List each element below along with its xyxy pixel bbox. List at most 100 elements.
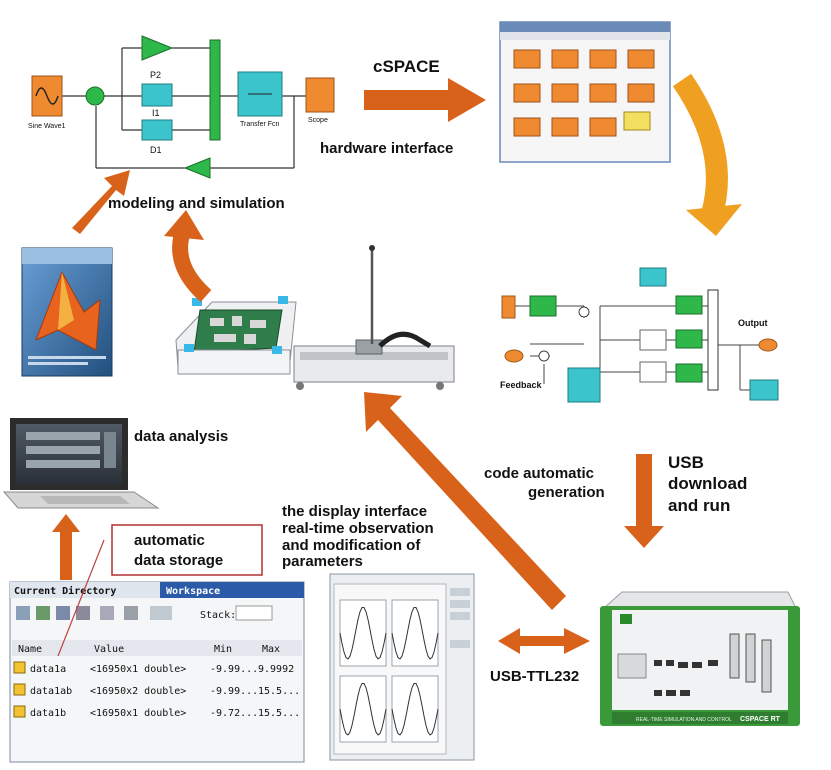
- table-cell: data1b: [30, 708, 66, 719]
- table-cell: -9.99...: [210, 686, 258, 697]
- derivative-block: [141, 119, 173, 141]
- integrator-block-2: [639, 329, 667, 351]
- d1-label: D1: [150, 145, 162, 155]
- display-block-top: [639, 267, 667, 287]
- download-label: download: [668, 474, 747, 493]
- generation-label: generation: [528, 484, 605, 501]
- column-header[interactable]: Value: [94, 644, 124, 655]
- hw-block: [589, 83, 617, 103]
- arrow-to-hardware-interface: [364, 78, 486, 122]
- data-analysis-label: data analysis: [134, 428, 228, 445]
- hw-block: [513, 49, 541, 69]
- stack-label: Stack:: [200, 610, 236, 621]
- table-cell: -9.72...: [210, 708, 258, 719]
- output-label: Output: [738, 318, 768, 328]
- derivative-block-2: [639, 361, 667, 383]
- data-storage-label: data storage: [134, 552, 223, 569]
- storage-callout-box: [111, 524, 263, 576]
- step-block: [501, 295, 516, 319]
- output-port: [758, 338, 778, 352]
- hw-block: [589, 117, 617, 137]
- usb-ttl-label: USB-TTL232: [490, 668, 579, 685]
- cspace-label: cSPACE: [373, 57, 440, 76]
- scope-plot: [339, 675, 387, 743]
- simulink-model-code: Output Feedback: [500, 267, 779, 403]
- arrow-usb-ttl-double: [498, 628, 590, 654]
- automatic-label: automatic: [134, 532, 205, 549]
- controller-and-pendulum: [175, 245, 455, 390]
- display-interface-label: the display interface: [282, 503, 427, 520]
- arrow-storage-to-analysis: [60, 530, 72, 580]
- gain-block-p: [141, 35, 174, 61]
- table-cell: data1a: [30, 664, 66, 675]
- matlab-workspace-panel: Current Directory Workspace Stack: Name V…: [9, 581, 305, 763]
- hardware-interface-window: [499, 21, 671, 163]
- scope-label: Scope: [308, 117, 328, 124]
- sum-block: [85, 86, 105, 106]
- hw-block: [513, 83, 541, 103]
- table-row[interactable]: data1b<16950x1 double>-9.72...15.5...: [13, 705, 300, 719]
- scope-plots: [339, 599, 439, 743]
- column-header[interactable]: Min: [214, 644, 232, 655]
- laptop-data-analysis: [2, 418, 160, 509]
- table-cell: 15.5...: [258, 686, 300, 697]
- arrow-device-to-pendulum: [364, 392, 566, 610]
- hw-block: [589, 49, 617, 69]
- feedback-label: Feedback: [500, 380, 543, 390]
- scope-block: [305, 77, 335, 113]
- realtime-observation-label: real-time observation: [282, 520, 434, 537]
- gain-block-d2: [675, 363, 703, 383]
- p2-label: P2: [150, 70, 161, 80]
- hw-block: [627, 49, 655, 69]
- device-brand: CSPACE RT: [740, 716, 781, 723]
- column-header[interactable]: Name: [18, 644, 42, 655]
- device-subtitle: REAL-TIME SIMULATION AND CONTROL: [636, 717, 732, 723]
- column-header[interactable]: Max: [262, 644, 280, 655]
- integrator-block: [141, 83, 173, 107]
- mux-block: [209, 39, 221, 141]
- table-row[interactable]: data1a <16950x1 double> -9.99...9.9992: [13, 661, 294, 675]
- sum-bar-block: [707, 289, 719, 391]
- simulink-model-top: Sine Wave1 P2 I1 D1 Transfer Fcn Scope: [28, 35, 335, 179]
- hw-block: [551, 117, 579, 137]
- sine-wave-block: [31, 75, 63, 117]
- arrow-matlab-to-modeling: [72, 170, 130, 234]
- gain-block-i2: [675, 329, 703, 349]
- callout-leader-line: [57, 539, 105, 657]
- tab-current-directory[interactable]: Current Directory: [14, 585, 116, 597]
- hw-block: [551, 49, 579, 69]
- workspace-rows: data1a<16950x1 double>-9.99...9.9992data…: [13, 661, 300, 719]
- table-cell: 9.9992: [258, 664, 294, 675]
- table-cell: <16950x1 double>: [90, 664, 186, 675]
- table-row[interactable]: data1ab<16950x2 double>-9.99...15.5...: [13, 683, 300, 697]
- variable-icon: [13, 705, 26, 718]
- table-cell: data1ab: [30, 686, 72, 697]
- hw-block: [551, 83, 579, 103]
- and-run-label: and run: [668, 496, 730, 515]
- hw-block: [627, 83, 655, 103]
- sine-wave-label: Sine Wave1: [28, 123, 66, 130]
- tab-workspace[interactable]: Workspace: [166, 586, 220, 597]
- scope-plot: [391, 599, 439, 667]
- workspace-header: Name Value Min Max: [12, 640, 302, 656]
- table-cell: <16950x1 double>: [90, 708, 186, 719]
- hardware-interface-label: hardware interface: [320, 140, 453, 157]
- display-interface-window: [329, 573, 475, 761]
- i1-label: I1: [152, 108, 160, 118]
- variable-icon: [13, 683, 26, 696]
- feedback-port: [504, 349, 524, 363]
- matlab-software-box: [21, 247, 113, 377]
- transfer-fcn-label: Transfer Fcn: [240, 121, 280, 128]
- cspace-rt-device: CSPACE RT REAL-TIME SIMULATION AND CONTR…: [600, 591, 800, 726]
- modification-label: and modification of: [282, 537, 421, 554]
- hardware-blocks: [513, 49, 655, 137]
- scope-plot: [391, 675, 439, 743]
- variable-icon: [13, 661, 26, 674]
- table-cell: -9.99...: [210, 664, 258, 675]
- gain-block-1: [529, 295, 557, 317]
- arrow-curve-down-right: [672, 73, 728, 217]
- toolbar-icons: [16, 606, 172, 620]
- gain-block-p2: [675, 295, 703, 315]
- arrow-download-down: [636, 454, 652, 528]
